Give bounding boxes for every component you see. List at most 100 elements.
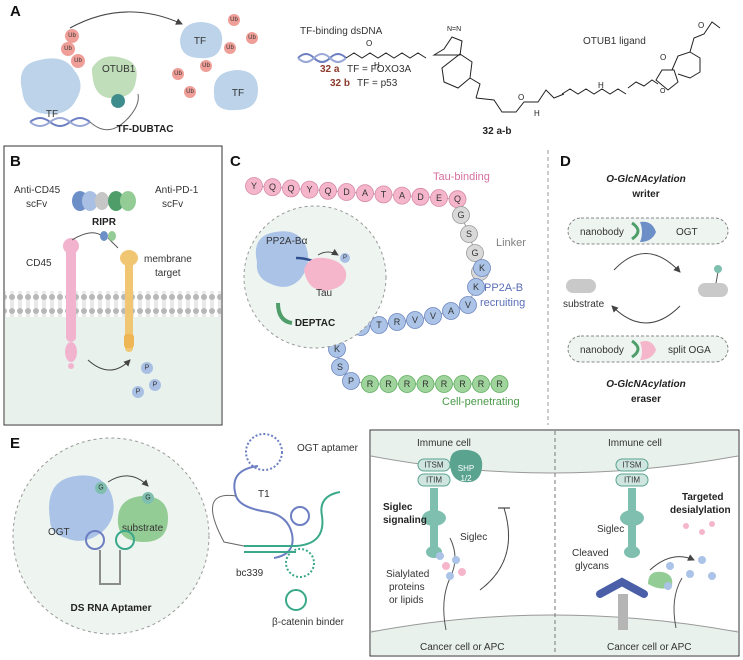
pp2ab-label: PP2A-B	[484, 282, 523, 294]
residue-bead	[424, 307, 442, 325]
residue-letter: D	[417, 192, 424, 202]
panel-d-label: D	[560, 153, 571, 170]
residue-letter: A	[399, 191, 405, 201]
residue-letter: D	[343, 187, 350, 197]
residue-letter: R	[385, 379, 392, 389]
ds-rna-aptamer-label: DS RNA Aptamer	[71, 603, 152, 614]
residue-bead	[245, 177, 263, 195]
ogt-label-e: OGT	[48, 527, 70, 538]
writer-nanobody-label: nanobody	[580, 227, 624, 238]
svg-text:P: P	[145, 365, 150, 372]
svg-text:Ub: Ub	[202, 63, 210, 69]
cd45-receptor	[63, 232, 103, 369]
tau-label: Tau	[316, 288, 332, 299]
residue-bead	[393, 186, 411, 205]
residue-letter: R	[478, 379, 485, 389]
svg-text:Ub: Ub	[174, 71, 182, 77]
target-label: target	[155, 268, 181, 279]
compound-32b-id: 32 b	[330, 78, 350, 89]
residue-bead	[453, 375, 472, 393]
panel-b-label: B	[10, 153, 21, 170]
ripr-label: RIPR	[92, 217, 117, 228]
residue-letter: A	[362, 188, 368, 198]
residue-bead	[411, 187, 430, 206]
cancer-cell-label-left: Cancer cell or APC	[420, 642, 504, 653]
sialylated-1: Sialylated	[386, 569, 429, 580]
tf-label: TF	[46, 109, 58, 120]
shp-label: SHP	[458, 464, 474, 473]
panel-f: F Immune cell ITSM ITIM SHP 1/2 Siglec s…	[369, 429, 740, 657]
residue-bead	[442, 302, 460, 320]
dna-helix-a	[29, 117, 91, 127]
residue-bead	[379, 375, 398, 393]
residue-letter: Y	[251, 181, 257, 191]
tf-dubtac-caption: TF-DUBTAC	[116, 124, 173, 135]
residue-letter: Q	[269, 182, 276, 192]
ogt-module-d	[640, 221, 656, 242]
residue-letter: V	[412, 315, 418, 325]
panel-a: A TF OTUB1 Ub Ub Ub TF TF Ub Ub Ub Ub Ub…	[10, 3, 721, 137]
svg-text:Ub: Ub	[248, 35, 256, 41]
residue-letter: Y	[306, 185, 312, 195]
tau-binding-label: Tau-binding	[433, 171, 490, 183]
cancer-cell-label-right: Cancer cell or APC	[607, 642, 691, 653]
panel-a-label: A	[10, 3, 21, 20]
otub1-protein	[92, 56, 137, 99]
residue-bead	[452, 206, 470, 224]
residue-bead	[388, 313, 406, 331]
residue-bead	[319, 181, 337, 200]
ripr-construct	[72, 191, 136, 211]
substrate-label-e: substrate	[122, 523, 164, 534]
anti-cd45-scfv: scFv	[26, 199, 47, 210]
compound-32a-id: 32 a	[320, 64, 340, 75]
cleaved-glycans-1: Cleaved	[572, 548, 609, 559]
residue-letter: G	[471, 248, 478, 258]
cell-membrane-b	[5, 291, 221, 317]
pp2a-protein	[255, 231, 309, 287]
otub1-label: OTUB1	[102, 64, 136, 75]
glycans-left	[436, 552, 466, 580]
split-oga-label: split OGA	[668, 345, 711, 356]
residue-bead	[398, 375, 416, 393]
siglec-signaling-1: Siglec	[383, 502, 413, 513]
phosphate-c: P	[343, 255, 347, 261]
tau-protein	[304, 257, 347, 291]
residue-bead	[466, 244, 484, 262]
svg-text:P: P	[153, 382, 158, 389]
residue-bead	[361, 375, 379, 393]
svg-text:Ub: Ub	[230, 17, 238, 23]
residue-bead	[300, 180, 319, 199]
substrate-label-d: substrate	[563, 299, 605, 310]
bc339-label: bc339	[236, 568, 264, 579]
compound-32ab-caption: 32 a-b	[483, 126, 512, 137]
siglec-receptor-right	[620, 488, 644, 558]
residue-letter: S	[337, 362, 343, 372]
cleaved-glycans-2: glycans	[575, 561, 609, 572]
dsdna-label: TF-binding dsDNA	[300, 26, 383, 37]
residue-bead	[490, 375, 509, 393]
aptamer-structure	[211, 433, 341, 611]
tf-released-1	[180, 22, 223, 59]
tf-released-2	[213, 70, 258, 111]
residue-letter: E	[436, 193, 442, 203]
residue-bead	[473, 259, 491, 277]
g-sugar-2: G	[145, 495, 150, 502]
svg-text:TF: TF	[194, 36, 206, 47]
membrane-label: membrane	[144, 254, 192, 265]
residue-bead	[374, 185, 393, 204]
svg-text:O: O	[660, 53, 666, 62]
svg-text:TF: TF	[232, 88, 244, 99]
svg-text:Ub: Ub	[74, 58, 82, 64]
residue-bead	[342, 372, 360, 390]
ub-chain: Ub Ub Ub	[61, 29, 85, 68]
anti-cd45-label: Anti-CD45	[14, 185, 61, 196]
residue-letter: V	[430, 311, 436, 321]
split-oga-module	[640, 341, 656, 360]
writer-label-2: writer	[631, 189, 659, 200]
svg-text:N=N: N=N	[447, 26, 461, 33]
immune-cell-label-left: Immune cell	[417, 438, 471, 449]
deptac-label: DEPTAC	[295, 318, 335, 329]
degradation-arrow	[69, 11, 183, 29]
svg-text:O: O	[366, 39, 372, 48]
